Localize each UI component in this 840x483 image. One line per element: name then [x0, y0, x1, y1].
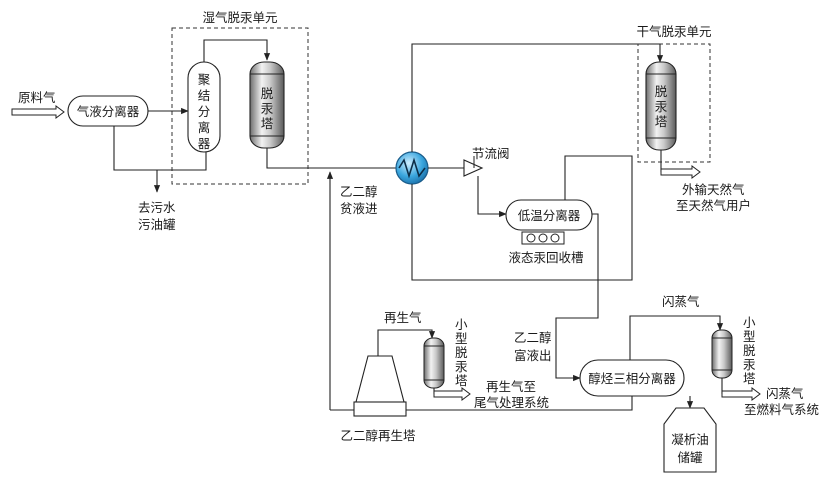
svg-text:脱: 脱 — [743, 343, 756, 358]
lean-glycol-label-2: 贫液进 — [340, 201, 378, 216]
svg-text:小: 小 — [743, 315, 756, 330]
svg-text:型: 型 — [743, 329, 756, 344]
svg-text:塔: 塔 — [743, 371, 756, 386]
flash-gas-label: 闪蒸气 — [662, 294, 700, 309]
rich-glycol-label-1: 乙二醇 — [514, 330, 552, 345]
flash-gas-out-label-2: 至燃料气系统 — [744, 402, 819, 417]
svg-text:脱: 脱 — [261, 86, 274, 101]
wet-unit-label: 湿气脱汞单元 — [202, 10, 277, 25]
lean-glycol-label-1: 乙二醇 — [340, 184, 378, 199]
condensate-tank — [663, 407, 717, 473]
rich-glycol-label-2: 富液出 — [514, 348, 552, 363]
export-gas-label-2: 至天然气用户 — [676, 198, 751, 213]
dry-unit-boundary — [637, 43, 711, 163]
liquid-mercury-tank-icon — [521, 231, 565, 245]
feed-label: 原料气 — [18, 90, 56, 105]
to-sewage-label-2: 污油罐 — [138, 217, 176, 232]
svg-text:脱: 脱 — [455, 345, 468, 360]
to-sewage-label-1: 去污水 — [138, 200, 176, 215]
glycol-regen-tower — [353, 355, 407, 417]
gas-liquid-separator-label: 气液分离器 — [77, 104, 140, 119]
svg-text:塔: 塔 — [455, 373, 468, 388]
svg-text:低温分离器: 低温分离器 — [518, 208, 581, 223]
flash-gas-out-arrow-icon — [721, 387, 761, 401]
regen-gas-out-label-2: 尾气处理系统 — [474, 395, 549, 410]
svg-text:塔: 塔 — [261, 116, 274, 131]
svg-text:脱: 脱 — [655, 84, 668, 99]
small-mercury-tower-regen — [423, 337, 445, 389]
svg-text:塔: 塔 — [655, 114, 668, 129]
regen-gas-out-label-1: 再生气至 — [486, 379, 536, 394]
small-mercury-tower-flash — [711, 329, 733, 379]
coalescing-separator-char-1: 聚 — [198, 72, 211, 87]
dry-mercury-removal-tower: 脱 汞 塔 — [645, 61, 677, 151]
coalescing-separator-char-3: 分 — [198, 104, 211, 119]
dry-unit-label: 干气脱汞单元 — [636, 24, 711, 39]
three-phase-separator: 醇烃三相分离器 — [579, 359, 685, 397]
coalescing-separator-char-5: 器 — [198, 136, 211, 151]
svg-text:汞: 汞 — [455, 359, 468, 374]
regen-gas-label: 再生气 — [384, 310, 422, 325]
feed-arrow-icon — [11, 105, 65, 119]
svg-text:汞: 汞 — [743, 357, 756, 372]
wet-mercury-removal-tower: 脱 汞 塔 — [249, 61, 285, 149]
flash-gas-out-label-1: 闪蒸气 — [766, 386, 804, 401]
coalescing-separator: 聚 结 分 离 器 — [187, 61, 221, 153]
liquid-mercury-tank-label: 液态汞回收槽 — [508, 250, 583, 265]
svg-text:醇烃三相分离器: 醇烃三相分离器 — [588, 371, 676, 386]
svg-text:汞: 汞 — [261, 101, 274, 116]
export-gas-arrow-icon — [660, 165, 701, 179]
svg-text:汞: 汞 — [655, 99, 668, 114]
regen-gas-out-arrow-icon — [433, 387, 471, 401]
wet-unit-boundary — [171, 27, 309, 185]
coalescing-separator-char-4: 离 — [198, 120, 211, 135]
gas-liquid-separator: 气液分离器 — [67, 95, 149, 127]
glycol-regen-tower-label: 乙二醇再生塔 — [340, 428, 416, 443]
low-temp-separator: 低温分离器 — [505, 199, 593, 231]
svg-text:小: 小 — [455, 317, 468, 332]
throttle-valve-icon — [463, 156, 484, 177]
condensate-tank-label-1: 凝析油 — [671, 432, 709, 447]
export-gas-label-1: 外输天然气 — [682, 182, 745, 197]
svg-text:型: 型 — [455, 331, 468, 346]
heat-exchanger-icon — [395, 151, 429, 185]
condensate-tank-label-2: 储罐 — [677, 450, 703, 465]
throttle-valve-label: 节流阀 — [472, 146, 510, 161]
coalescing-separator-char-2: 结 — [198, 88, 211, 103]
